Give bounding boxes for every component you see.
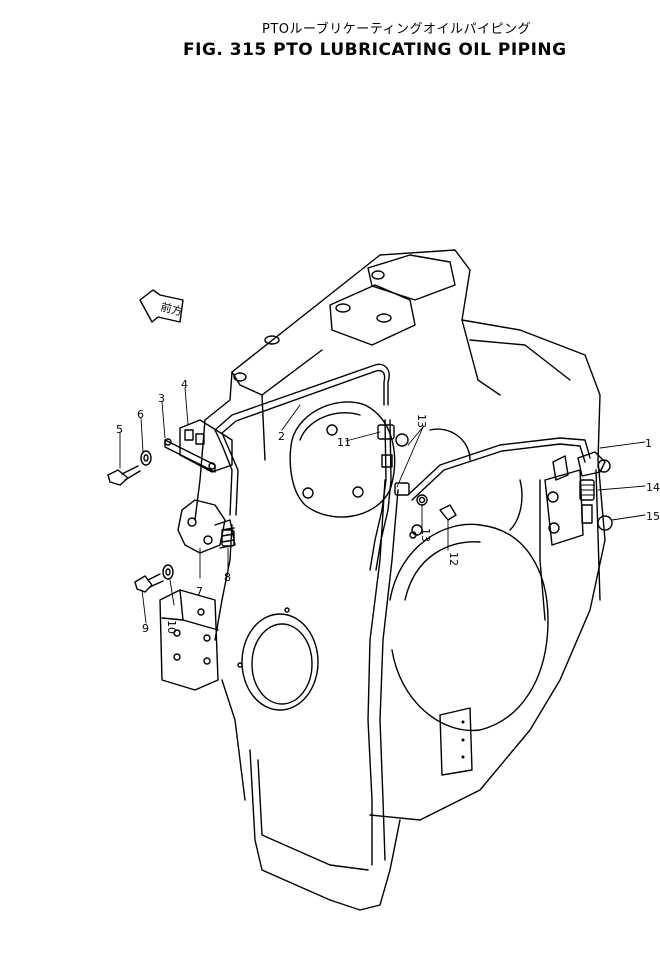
figure-title-japanese: PTOルーブリケーティングオイルパイピング bbox=[262, 22, 531, 37]
callout-9: 9 bbox=[142, 622, 149, 635]
callout-11: 11 bbox=[337, 436, 351, 449]
callout-12: 12 bbox=[447, 552, 460, 566]
callout-2: 2 bbox=[278, 430, 285, 443]
callout-5: 5 bbox=[116, 423, 123, 436]
flywheel-housing bbox=[194, 249, 606, 911]
lube-pipe-1 bbox=[369, 419, 591, 571]
bolt-9 bbox=[134, 573, 164, 593]
callouts: 1 2 3 4 5 6 7 8 9 10 11 12 13 13 14 15 bbox=[116, 378, 660, 635]
pump-assembly bbox=[177, 499, 236, 554]
callout-15: 15 bbox=[646, 510, 660, 523]
callout-10: 10 bbox=[165, 620, 178, 634]
callout-13-lower: 13 bbox=[419, 528, 432, 542]
pipe-bracket bbox=[164, 419, 233, 473]
callout-4: 4 bbox=[181, 378, 188, 391]
right-fittings bbox=[577, 451, 613, 531]
callout-3: 3 bbox=[158, 392, 165, 405]
callout-6: 6 bbox=[137, 408, 144, 421]
lube-pipe-2 bbox=[214, 363, 390, 516]
callout-1: 1 bbox=[645, 437, 652, 450]
tee-fitting bbox=[377, 424, 428, 506]
leader-lines bbox=[119, 387, 646, 624]
mounting-block bbox=[159, 589, 219, 691]
callout-7: 7 bbox=[196, 585, 203, 598]
fitting-8 bbox=[221, 529, 235, 547]
washer-10 bbox=[162, 564, 174, 580]
bolt-5 bbox=[107, 465, 141, 486]
figure-title: FIG. 315 PTO LUBRICATING OIL PIPING bbox=[183, 40, 567, 60]
callout-8: 8 bbox=[224, 571, 231, 584]
washer-6 bbox=[140, 450, 152, 466]
callout-14: 14 bbox=[646, 481, 660, 494]
bolt-12 bbox=[439, 504, 457, 521]
callout-13-upper: 13 bbox=[415, 414, 428, 428]
arrow-label: 前方 bbox=[159, 299, 184, 318]
front-direction-arrow: 前方 bbox=[139, 289, 184, 323]
